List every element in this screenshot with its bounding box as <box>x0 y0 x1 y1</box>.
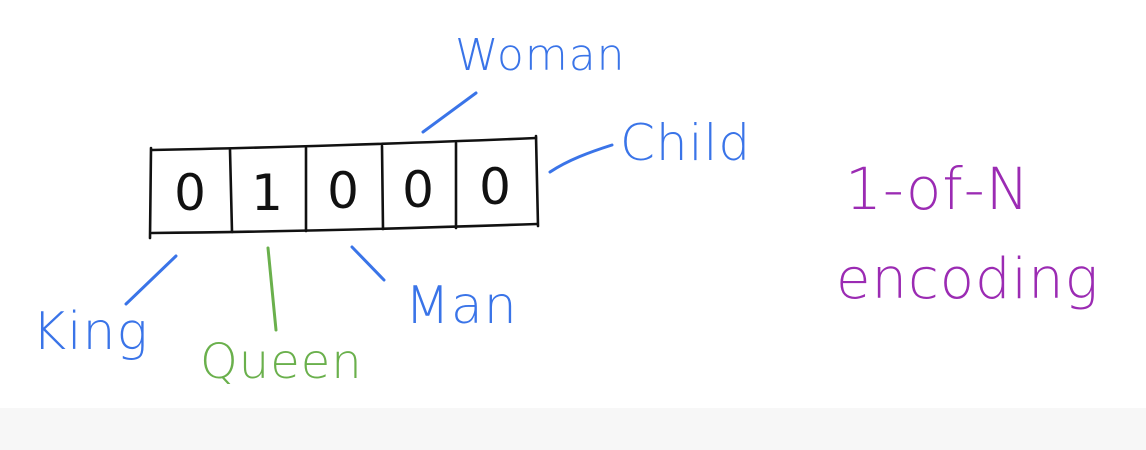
label-woman: Woman <box>455 30 626 81</box>
label-queen: Queen <box>200 334 363 390</box>
connector-child <box>548 143 614 174</box>
vector-bottom-edge <box>150 222 539 235</box>
connector-queen <box>266 246 278 332</box>
label-child: Child <box>620 114 752 172</box>
vector-left-edge <box>148 146 153 240</box>
vector-box <box>148 134 540 240</box>
label-man: Man <box>405 276 518 336</box>
connector-man <box>350 245 386 282</box>
vector-top-edge <box>150 136 538 152</box>
vector-cell-3: 0 <box>402 161 434 219</box>
connector-woman <box>421 91 478 134</box>
vector-cell-1: 1 <box>251 164 283 222</box>
title-line-2: encoding <box>836 247 1100 312</box>
vector-right-edge <box>534 134 540 228</box>
connector-king <box>124 254 178 306</box>
vector-divider-1 <box>228 148 234 234</box>
vector-cell-2: 0 <box>327 162 359 220</box>
label-king: King <box>32 302 149 362</box>
vector-cell-4: 0 <box>479 158 511 216</box>
vector-divider-3 <box>380 144 385 231</box>
vector-cell-0: 0 <box>174 164 206 222</box>
bottom-strip <box>0 408 1146 450</box>
title-line-1: 1-of-N <box>845 155 1031 223</box>
